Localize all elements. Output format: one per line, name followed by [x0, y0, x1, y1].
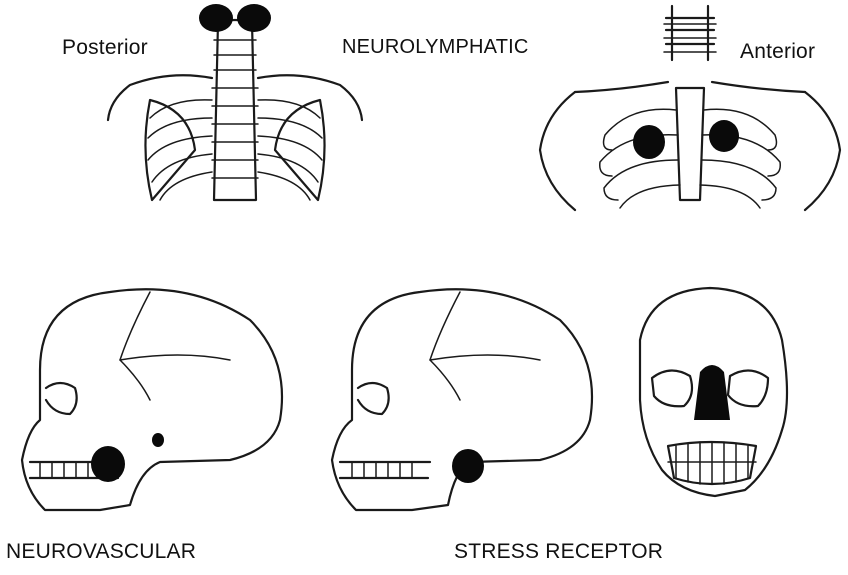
neurolymphatic-point [237, 4, 271, 32]
neurolymphatic-point [199, 4, 233, 32]
posterior-label: Posterior [62, 36, 148, 60]
neurolymphatic-point [709, 120, 739, 152]
neurovascular-label: NEUROVASCULAR [6, 540, 196, 564]
anterior-torso-illustration [540, 6, 840, 210]
anterior-label: Anterior [740, 40, 815, 64]
stress-receptor-skull-lateral-illustration [332, 289, 592, 510]
neurovascular-point [152, 433, 164, 447]
stress-receptor-point [694, 365, 730, 420]
posterior-torso-illustration [108, 4, 362, 200]
stress-receptor-skull-frontal-illustration [640, 288, 787, 496]
neurovascular-point [91, 446, 125, 482]
neurolymphatic-point [633, 125, 665, 159]
stress-receptor-point [452, 449, 484, 483]
neurovascular-skull-illustration [22, 289, 282, 510]
neurolymphatic-label: NEUROLYMPHATIC [342, 36, 529, 59]
stress-receptor-label: STRESS RECEPTOR [454, 540, 663, 564]
